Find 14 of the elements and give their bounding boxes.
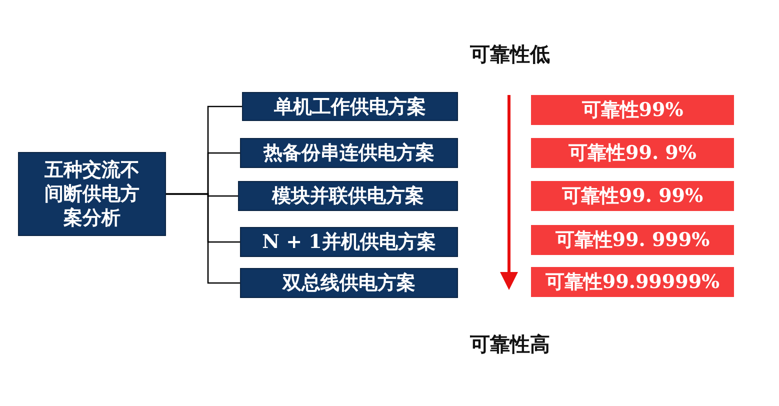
reliability-box: 可靠性99.99999%: [531, 267, 734, 297]
scheme-box: N + 1并机供电方案: [240, 227, 458, 257]
scale-label: 可靠性低: [470, 40, 550, 68]
reliability-box: 可靠性99. 99%: [531, 181, 734, 211]
scheme-box: 单机工作供电方案: [242, 92, 458, 121]
reliability-box: 可靠性99. 999%: [531, 225, 734, 255]
scale-label: 可靠性高: [470, 330, 550, 358]
scheme-box: 模块并联供电方案: [238, 181, 458, 211]
reliability-box: 可靠性99. 9%: [531, 138, 734, 168]
connector-line: [166, 193, 240, 284]
topic-box: 五种交流不间断供电方案分析: [18, 152, 166, 236]
scheme-box: 双总线供电方案: [240, 268, 458, 298]
scheme-box: 热备份串连供电方案: [240, 138, 458, 168]
reliability-box: 可靠性99%: [531, 95, 734, 125]
